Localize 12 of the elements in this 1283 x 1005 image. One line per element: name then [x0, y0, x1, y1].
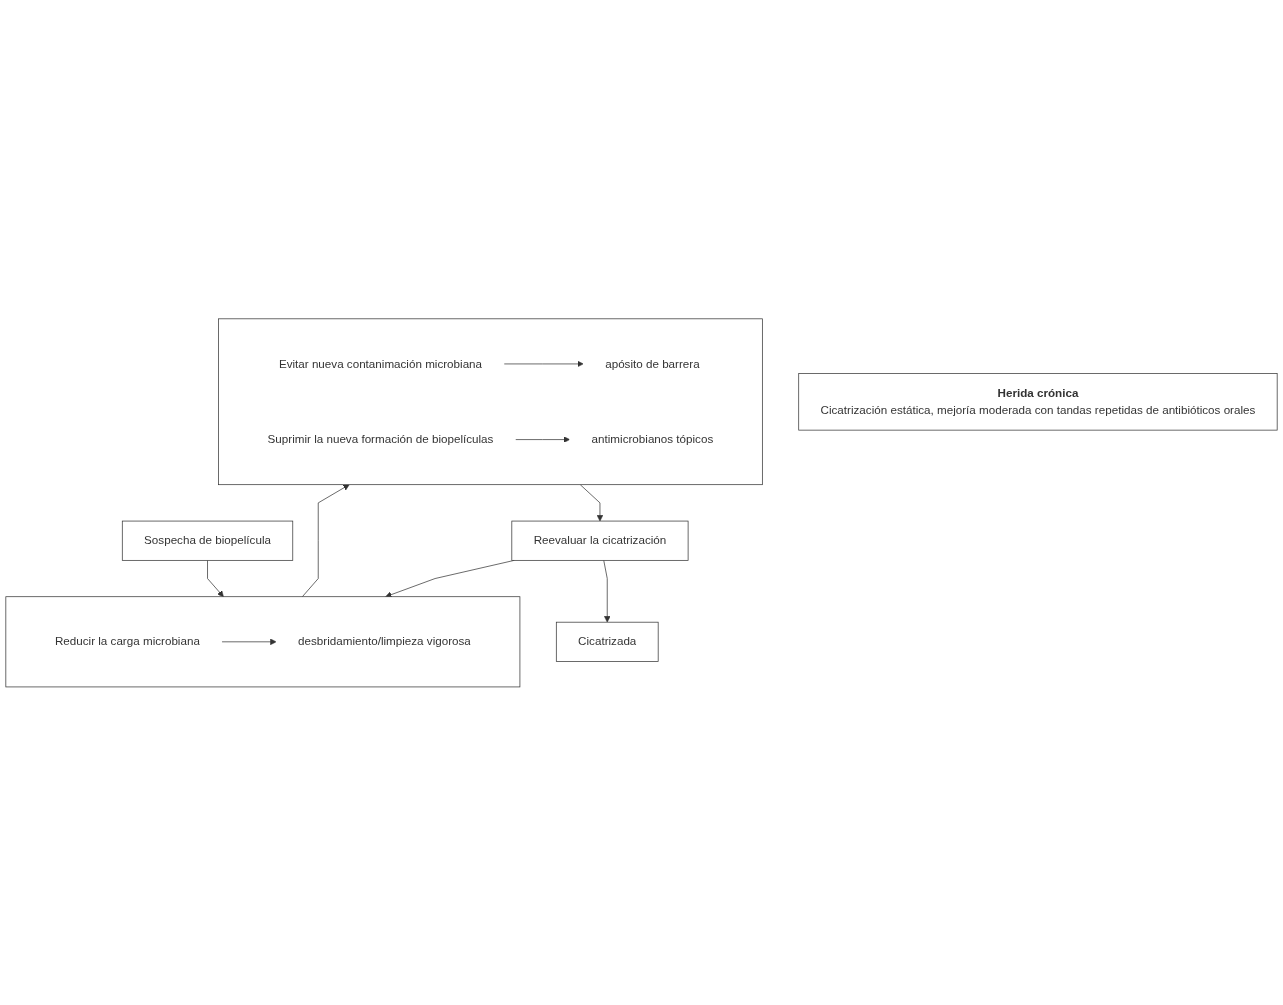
- node-text: antimicrobianos tópicos: [591, 432, 714, 446]
- node-box: Herida crónica Cicatrización estática, mejoría moderada con tandas repetidas de antibióticos orales: [798, 372, 1278, 431]
- node-text: apósito de barrera: [605, 357, 700, 370]
- cluster: [5, 596, 521, 687]
- node-box: Sospecha de biopelícula: [121, 520, 294, 561]
- node-text: Suprimir la nueva formación de biopelículas: [267, 432, 494, 446]
- node-text: Evitar nueva contanimación microbiana: [278, 357, 483, 370]
- node-box: Cicatrizada: [555, 621, 659, 662]
- node-box: Reevaluar la cicatrización: [511, 520, 689, 561]
- cluster: [218, 318, 763, 485]
- node-text: Reducir la carga microbiana: [54, 634, 200, 648]
- node-text: desbridamiento/limpieza vigorosa: [298, 634, 471, 648]
